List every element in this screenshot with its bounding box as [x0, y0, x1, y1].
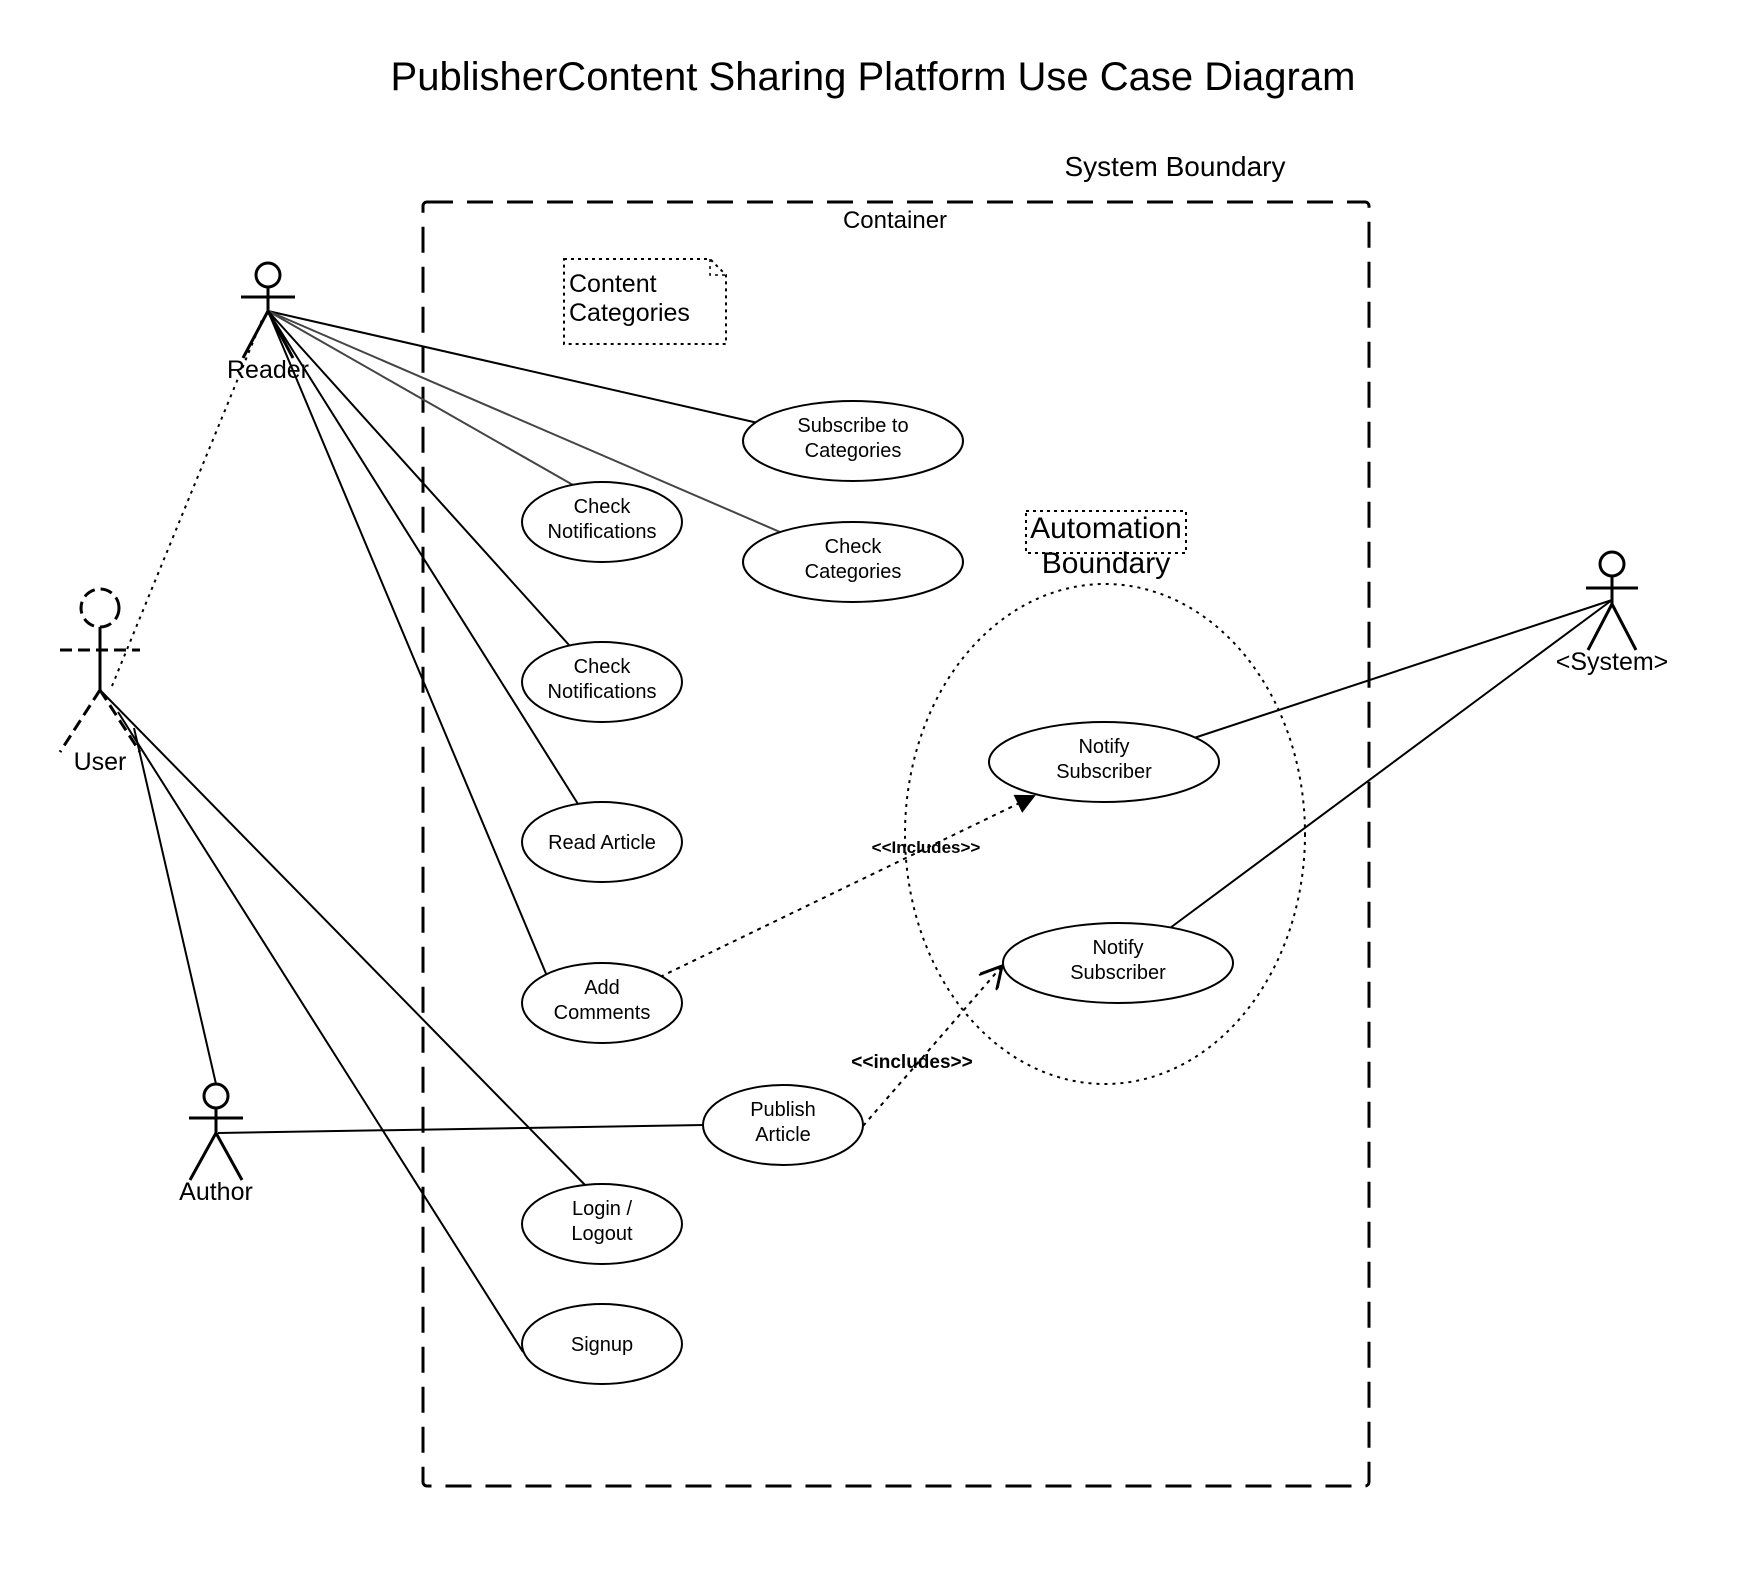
use-case-notify-subscriber-1[interactable]: Notify Subscriber	[988, 721, 1220, 803]
use-case-line-1: Check	[825, 536, 883, 558]
include-2-label: <<includes>>	[851, 1052, 972, 1073]
use-case-line-1: Add	[584, 977, 620, 999]
author-publish-line	[217, 1124, 705, 1134]
actor-left-leg	[188, 1132, 218, 1181]
actor-left-leg	[58, 689, 102, 753]
actor-system-label: <System>	[1556, 648, 1669, 676]
automation-boundary-line-2: Boundary	[1042, 547, 1170, 580]
use-case-line-1: Notify	[1092, 937, 1143, 959]
automation-boundary-line-1: Automation	[1030, 512, 1182, 545]
use-case-line-2: Subscriber	[1056, 761, 1152, 783]
associations	[101, 310, 1613, 1353]
use-case-line-1: Check	[574, 496, 632, 518]
actor-author[interactable]	[188, 1082, 244, 1181]
use-case-line-2: Notifications	[548, 521, 657, 543]
actor-user[interactable]	[58, 587, 142, 753]
reader-check-notifications-1-line	[267, 310, 574, 486]
user-signup-line	[117, 711, 524, 1353]
use-case-ellipse	[521, 641, 683, 723]
reader-add-comments-line	[267, 310, 548, 977]
system-boundary-box	[421, 200, 1371, 1488]
use-case-line-2: Logout	[571, 1223, 633, 1245]
container-label: Container	[843, 207, 947, 234]
use-case-ellipse	[742, 400, 964, 482]
reader-subscribe-line	[267, 310, 759, 424]
reader-check-categories-line	[267, 310, 781, 533]
use-case-read-article[interactable]: Read Article	[521, 801, 683, 883]
use-case-ellipse	[521, 801, 683, 883]
use-case-line-2: Article	[755, 1124, 811, 1146]
actor-right-leg	[1610, 603, 1638, 651]
use-case-check-categories[interactable]: Check Categories	[742, 521, 964, 603]
actor-left-leg	[241, 310, 270, 359]
use-case-line-2: Subscriber	[1070, 962, 1166, 984]
actor-head	[79, 587, 121, 629]
use-case-ellipse	[742, 521, 964, 603]
actor-left-leg	[1586, 603, 1614, 651]
include-2-line	[862, 966, 1002, 1127]
use-case-ellipse	[702, 1084, 864, 1166]
use-case-line-1: Signup	[571, 1334, 633, 1356]
reader-check-notifications-2-line	[267, 310, 570, 646]
user-author-line	[133, 727, 217, 1085]
actor-reader[interactable]	[241, 261, 295, 359]
use-case-ellipse	[988, 721, 1220, 803]
actor-user-label: User	[74, 748, 127, 776]
system-notify-1-line	[1193, 599, 1613, 739]
automation-boundary-label-box	[1025, 510, 1187, 554]
use-case-notify-subscriber-2[interactable]: Notify Subscriber	[1002, 922, 1234, 1004]
use-case-subscribe-to-categories[interactable]: Subscribe to Categories	[742, 400, 964, 482]
use-case-check-notifications-2[interactable]: Check Notifications	[521, 641, 683, 723]
note-line-2: Categories	[569, 299, 690, 327]
use-case-line-1: Login /	[572, 1198, 632, 1220]
use-case-line-1: Subscribe to	[797, 415, 908, 437]
user-login-line	[101, 691, 588, 1188]
user-reader-generalization	[111, 319, 263, 687]
include-1-line	[659, 794, 1036, 978]
automation-boundary: Automation Boundary	[904, 510, 1306, 1085]
note-line-1: Content	[569, 270, 657, 298]
actor-head	[1598, 550, 1626, 578]
use-case-line-2: Notifications	[548, 681, 657, 703]
system-boundary-label: System Boundary	[1065, 151, 1286, 182]
actor-author-label: Author	[179, 1178, 253, 1206]
include-1-label: <<Includes>>	[872, 838, 981, 857]
use-case-ellipse	[1002, 922, 1234, 1004]
use-case-publish-article[interactable]: Publish Article	[702, 1084, 864, 1166]
use-case-login-logout[interactable]: Login / Logout	[521, 1183, 683, 1265]
use-case-line-1: Publish	[750, 1099, 816, 1121]
use-case-line-1: Check	[574, 656, 632, 678]
use-case-ellipse	[521, 1303, 683, 1385]
use-case-ellipse	[521, 1183, 683, 1265]
use-case-line-1: Notify	[1078, 736, 1129, 758]
actor-head	[254, 261, 282, 289]
actor-system[interactable]	[1586, 550, 1638, 651]
actor-head	[202, 1082, 230, 1110]
actor-right-leg	[214, 1132, 244, 1181]
use-case-line-2: Comments	[554, 1002, 651, 1024]
diagram-title: PublisherContent Sharing Platform Use Ca…	[391, 55, 1356, 99]
include-relations: <<Includes>> <<includes>>	[659, 794, 1036, 1127]
use-case-line-2: Categories	[805, 561, 902, 583]
use-case-line-2: Categories	[805, 440, 902, 462]
system-notify-2-line	[1169, 599, 1613, 929]
use-case-ellipse	[521, 962, 683, 1044]
automation-boundary-ellipse	[904, 583, 1306, 1085]
actor-reader-label: Reader	[227, 356, 309, 384]
use-case-add-comments[interactable]: Add Comments	[521, 962, 683, 1044]
use-case-signup[interactable]: Signup	[521, 1303, 683, 1385]
use-case-ellipse	[521, 481, 683, 563]
content-categories-note: Content Categories	[563, 258, 727, 345]
use-case-line-1: Read Article	[548, 832, 656, 854]
actor-right-leg	[98, 689, 142, 753]
use-case-check-notifications-1[interactable]: Check Notifications	[521, 481, 683, 563]
actor-right-leg	[266, 310, 295, 359]
reader-read-article-line	[267, 310, 579, 805]
